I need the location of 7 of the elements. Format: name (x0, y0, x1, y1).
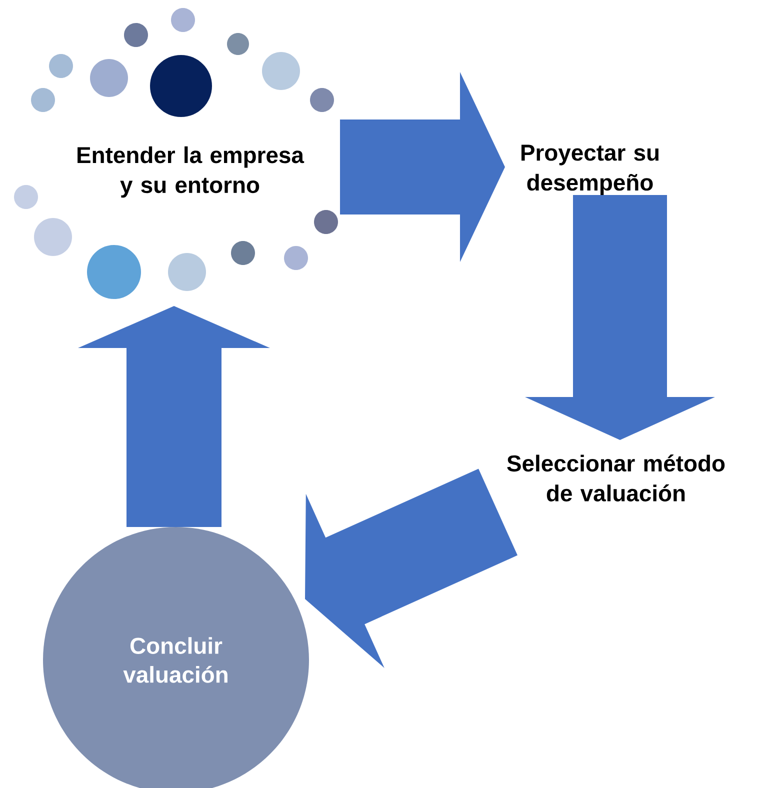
step-label: Entender la empresa y su entorno (78, 146, 304, 198)
block-arrow (305, 468, 518, 668)
block-arrow (340, 72, 505, 262)
block-arrow (78, 306, 270, 527)
block-arrow (525, 195, 715, 440)
step-label: Proyectar su desempeño (521, 144, 658, 196)
step-label: Seleccionar método de valuación (507, 454, 725, 502)
